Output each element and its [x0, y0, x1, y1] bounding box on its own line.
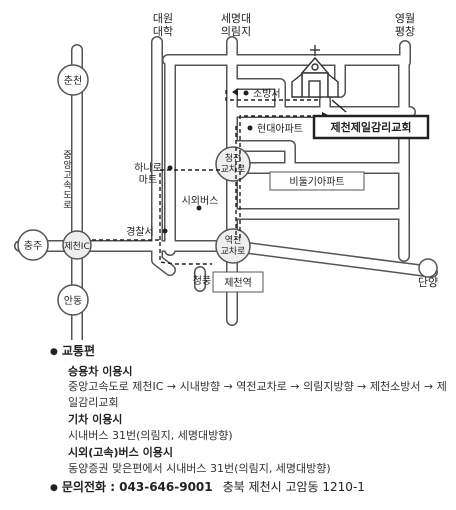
andong-circle [57, 284, 89, 316]
label-highway: 중앙고속도로 [61, 150, 71, 210]
chuncheon-circle [57, 64, 89, 96]
station-box [212, 271, 264, 293]
chungju-circle [17, 229, 49, 261]
car-title: 승용차 이용시 [68, 364, 133, 378]
yeokjeon-circle [215, 228, 251, 264]
fire-station-marker [243, 90, 249, 96]
contact-phone: 문의전화 : 043-646-9001 [61, 480, 213, 494]
bus-terminal-marker [196, 205, 202, 211]
police-marker [162, 228, 168, 234]
poi-markers [162, 90, 253, 234]
car-route: 중앙고속도로 제천IC → 시내방향 → 역전교차로 → 의림지방향 → 제천소… [68, 380, 447, 409]
label-cheongsong: 청풍 [193, 275, 211, 287]
label-chungju: 충주 [24, 240, 42, 252]
label-station: 제천역 [224, 277, 252, 289]
intercity-route: 동양증권 맞은편에서 시내버스 31번(의림지, 세명대방향) [68, 461, 331, 475]
label-danyang: 단양 [418, 276, 438, 289]
transport-heading: 교통편 [50, 344, 454, 362]
contact-line: 문의전화 : 043-646-9001 충북 제천시 고암동 1210-1 [50, 480, 454, 498]
bitdulgi-box [269, 171, 365, 191]
hyundai-apt-marker [247, 125, 253, 131]
route-path [92, 90, 322, 265]
train-route: 시내버스 31번(의림지, 세명대방향) [68, 428, 233, 442]
label-sobangseo: 소방서 [253, 88, 281, 100]
label-chuncheon: 춘천 [64, 75, 82, 87]
church-icon [291, 45, 339, 98]
jecheon-ic-circle [62, 230, 92, 260]
label-jecheon-ic: 제천IC [64, 241, 90, 252]
train-title: 기차 이용시 [68, 413, 123, 426]
danyang-circle [418, 258, 438, 278]
label-church: 제천제일감리교회 [331, 120, 412, 134]
church-label-box [312, 114, 430, 140]
label-andong: 안동 [64, 295, 82, 307]
hanaro-marker [167, 165, 173, 171]
church-pointer [331, 99, 347, 113]
label-hyundai-apt: 현대아파트 [257, 123, 303, 135]
junction-circles [17, 64, 438, 316]
label-bus-terminal: 시외버스 [182, 195, 219, 207]
info-panel: 교통편 승용차 이용시 중앙고속도로 제천IC → 시내방향 → 역전교차로 →… [62, 344, 454, 498]
label-police: 경찰서 [126, 225, 154, 238]
intercity-title: 시외(고속)버스 이용시 [68, 446, 173, 459]
label-bitdulgi: 비둘기아파트 [289, 176, 344, 188]
contact-address: 충북 제천시 고암동 1210-1 [222, 480, 365, 494]
cheongjeon-circle [215, 146, 251, 182]
